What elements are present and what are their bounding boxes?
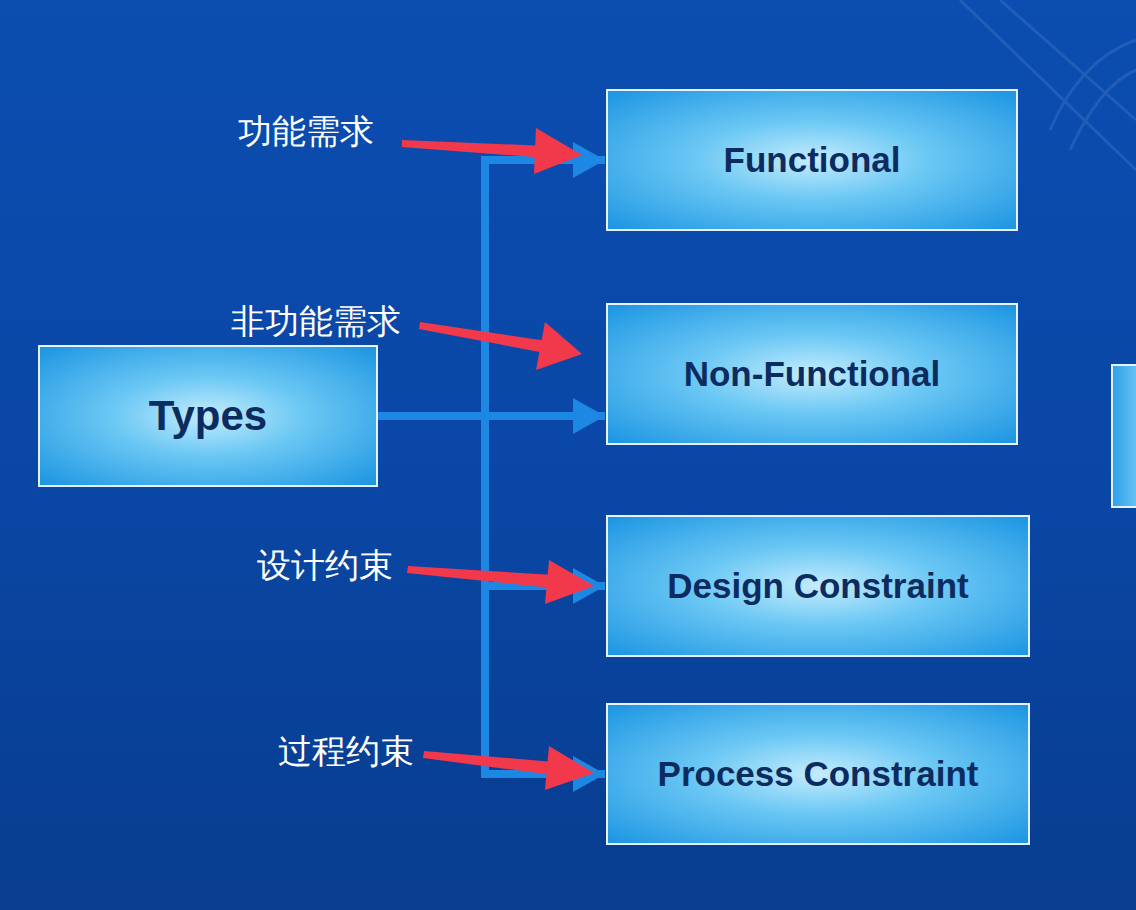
callout-label: 功能需求 (238, 113, 374, 150)
pointer-arrow (419, 322, 582, 370)
type-box: Design Constraint (606, 515, 1030, 657)
box-title: Functional (724, 140, 901, 180)
box-title: Process Constraint (658, 754, 979, 794)
pointer-arrow (402, 128, 582, 174)
box-title: Types (149, 392, 267, 440)
partial-box (1112, 365, 1136, 507)
callout-label: 设计约束 (257, 547, 393, 584)
pointer-arrow (423, 746, 594, 790)
box-title: Non-Functional (684, 354, 941, 394)
type-box: Non-Functional (606, 303, 1018, 445)
type-box: Process Constraint (606, 703, 1030, 845)
branch-connector (378, 416, 605, 774)
callout-label: 过程约束 (278, 733, 414, 770)
pointer-arrow (407, 560, 594, 604)
type-box: Functional (606, 89, 1018, 231)
pointer-arrows (402, 128, 594, 790)
branch-connector (378, 160, 605, 416)
type-box: Types (38, 345, 378, 487)
box-title: Design Constraint (667, 566, 968, 606)
branch-connector (378, 416, 605, 586)
callout-label: 非功能需求 (231, 303, 401, 340)
